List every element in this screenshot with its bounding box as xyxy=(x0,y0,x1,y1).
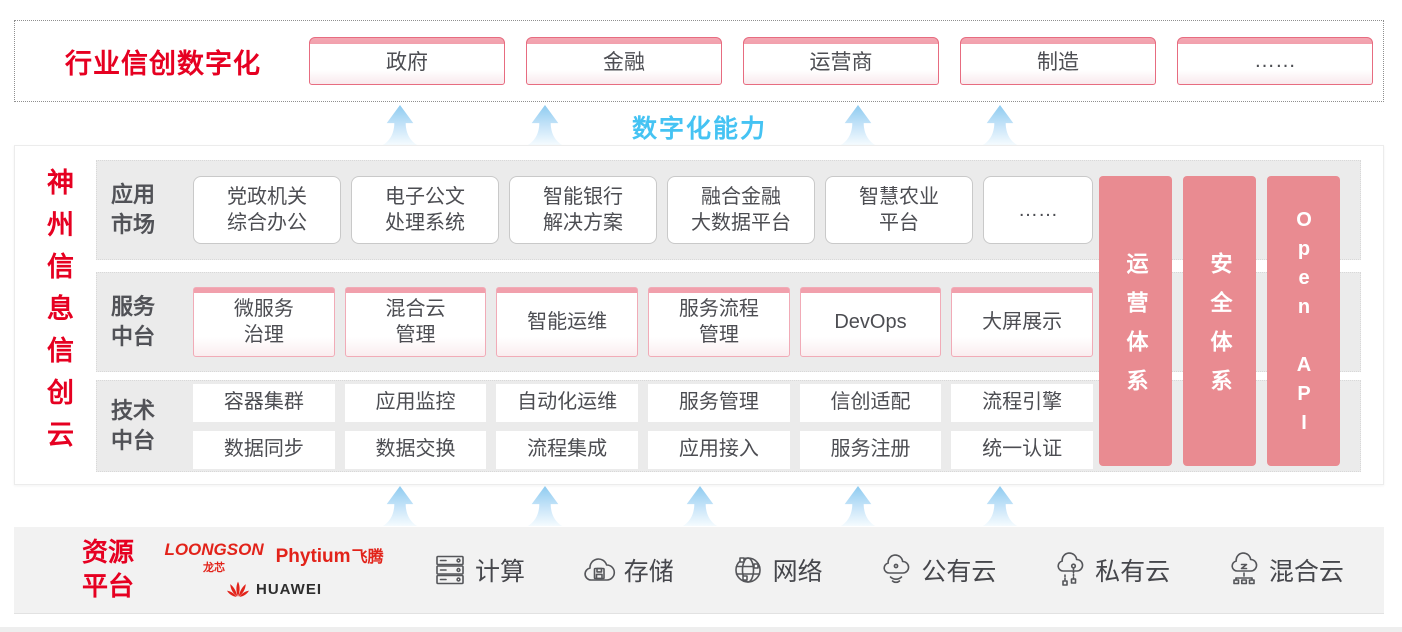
sector-box-government: 政府 xyxy=(309,37,505,85)
tech-box-list: 容器集群 应用监控 自动化运维 服务管理 信创适配 流程引擎 数据同步 数据交换… xyxy=(193,383,1093,469)
industry-band-title: 行业信创数字化 xyxy=(65,48,261,79)
pillar-operation-system: 运营体系 xyxy=(1099,176,1172,466)
service-box: 混合云 管理 xyxy=(344,287,487,357)
resource-item-compute: 计算 xyxy=(432,552,525,588)
huawei-logo: HUAWEI xyxy=(226,579,322,601)
row-label-service-platform: 服务 中台 xyxy=(111,294,156,349)
service-box: DevOps xyxy=(799,287,942,357)
resource-band: 资源 平台 LOONGSON 龙芯 Phytium 飞腾 xyxy=(14,527,1384,614)
resource-item-storage: 存储 xyxy=(581,552,674,588)
resource-item-network: 网络 xyxy=(730,552,823,588)
tech-box: 服务管理 xyxy=(648,383,790,422)
sector-box-more: …… xyxy=(1177,37,1373,85)
resource-item-public-cloud: 公有云 xyxy=(878,552,996,588)
pillar-open-api: Open API xyxy=(1267,176,1340,466)
tech-box: 应用接入 xyxy=(648,430,790,469)
up-arrow-icon xyxy=(382,486,418,526)
huawei-flower-icon xyxy=(227,581,250,597)
public-cloud-icon xyxy=(883,554,910,584)
resource-item-label: 公有云 xyxy=(921,558,997,586)
tech-box: 自动化运维 xyxy=(496,383,638,422)
app-box: 融合金融 大数据平台 xyxy=(667,176,815,244)
sector-label: 政府 xyxy=(386,51,428,74)
sector-box-finance: 金融 xyxy=(526,37,722,85)
resource-item-private-cloud: 私有云 xyxy=(1052,552,1170,588)
loongson-logo: LOONGSON 龙芯 xyxy=(164,540,263,575)
vendor-logos: LOONGSON 龙芯 Phytium 飞腾 HUAWEI xyxy=(164,540,384,601)
network-icon xyxy=(734,557,761,583)
sector-box-telecom: 运营商 xyxy=(743,37,939,85)
app-box: 党政机关 综合办公 xyxy=(193,176,341,244)
resource-item-label: 私有云 xyxy=(1095,558,1171,586)
resource-item-list: 计算 存储 xyxy=(432,552,1344,588)
platform-band: 神州信息信创云 应用 市场 党政机关 综合办公 电子公文 处理系统 智能银行 解… xyxy=(14,145,1384,485)
pillar-label: 运营体系 xyxy=(1123,251,1149,408)
service-box: 服务流程 管理 xyxy=(648,287,790,357)
tech-box: 数据同步 xyxy=(193,430,335,469)
resource-item-hybrid-cloud: 混合云 xyxy=(1226,552,1344,588)
resource-item-label: 混合云 xyxy=(1268,558,1344,586)
row-label-tech-platform: 技术 中台 xyxy=(111,398,156,453)
sector-label: 金融 xyxy=(603,51,645,74)
tech-box: 服务注册 xyxy=(799,430,942,469)
app-box: 智慧农业 平台 xyxy=(825,176,973,244)
tech-box: 应用监控 xyxy=(344,383,487,422)
platform-title: 神州信息信创云 xyxy=(43,168,73,462)
service-box-list: 微服务 治理 混合云 管理 智能运维 服务流程 管理 DevOps 大屏展示 xyxy=(193,287,1093,357)
tech-box: 容器集群 xyxy=(193,383,335,422)
phytium-cn-label: 飞腾 xyxy=(351,548,384,566)
sector-box-manufacturing: 制造 xyxy=(960,37,1156,85)
phytium-wordmark: Phytium xyxy=(275,545,351,567)
tech-box: 流程集成 xyxy=(496,430,638,469)
pillar-security-system: 安全体系 xyxy=(1183,176,1256,466)
server-icon xyxy=(436,555,464,585)
service-box: 微服务 治理 xyxy=(193,287,335,357)
up-arrow-icon xyxy=(982,105,1018,145)
resource-item-label: 网络 xyxy=(772,558,823,586)
pillar-label: 安全体系 xyxy=(1207,251,1233,408)
sector-label: 制造 xyxy=(1037,51,1079,74)
service-box: 大屏展示 xyxy=(951,287,1093,357)
service-box: 智能运维 xyxy=(496,287,638,357)
sector-label: 运营商 xyxy=(809,51,873,74)
up-arrow-icon xyxy=(382,105,418,145)
hybrid-cloud-icon xyxy=(1231,552,1258,585)
loongson-cn-label: 龙芯 xyxy=(203,561,226,574)
loongson-wordmark: LOONGSON xyxy=(164,539,264,559)
phytium-logo: Phytium 飞腾 xyxy=(276,543,384,568)
private-cloud-icon xyxy=(1057,552,1084,586)
tech-box: 数据交换 xyxy=(344,430,487,469)
up-arrow-icon xyxy=(527,486,563,526)
sector-list: 政府 金融 运营商 制造 …… xyxy=(309,37,1373,85)
up-arrow-icon xyxy=(840,105,876,145)
app-box-more: …… xyxy=(983,176,1093,244)
tech-box: 流程引擎 xyxy=(951,383,1093,422)
pillar-label: Open API xyxy=(1293,208,1315,441)
app-box: 智能银行 解决方案 xyxy=(509,176,657,244)
up-arrow-icon xyxy=(982,486,1018,526)
resource-item-label: 存储 xyxy=(623,558,674,586)
huawei-wordmark: HUAWEI xyxy=(256,581,323,598)
tech-box: 信创适配 xyxy=(799,383,942,422)
vendor-logo-row: LOONGSON 龙芯 Phytium 飞腾 xyxy=(164,540,383,575)
tech-box: 统一认证 xyxy=(951,430,1093,469)
resource-item-label: 计算 xyxy=(475,558,526,586)
capability-label: 数字化能力 xyxy=(632,115,768,143)
app-box-list: 党政机关 综合办公 电子公文 处理系统 智能银行 解决方案 融合金融 大数据平台… xyxy=(193,176,1093,244)
app-box: 电子公文 处理系统 xyxy=(351,176,499,244)
bottom-divider xyxy=(0,627,1402,632)
resource-band-title: 资源 平台 xyxy=(82,537,135,601)
sector-label: …… xyxy=(1254,49,1296,72)
up-arrow-icon xyxy=(840,486,876,526)
storage-icon xyxy=(584,558,615,581)
industry-band: 行业信创数字化 政府 金融 运营商 制造 …… xyxy=(14,20,1384,102)
row-label-app-market: 应用 市场 xyxy=(111,182,156,237)
up-arrow-icon xyxy=(682,486,718,526)
up-arrow-icon xyxy=(527,105,563,145)
